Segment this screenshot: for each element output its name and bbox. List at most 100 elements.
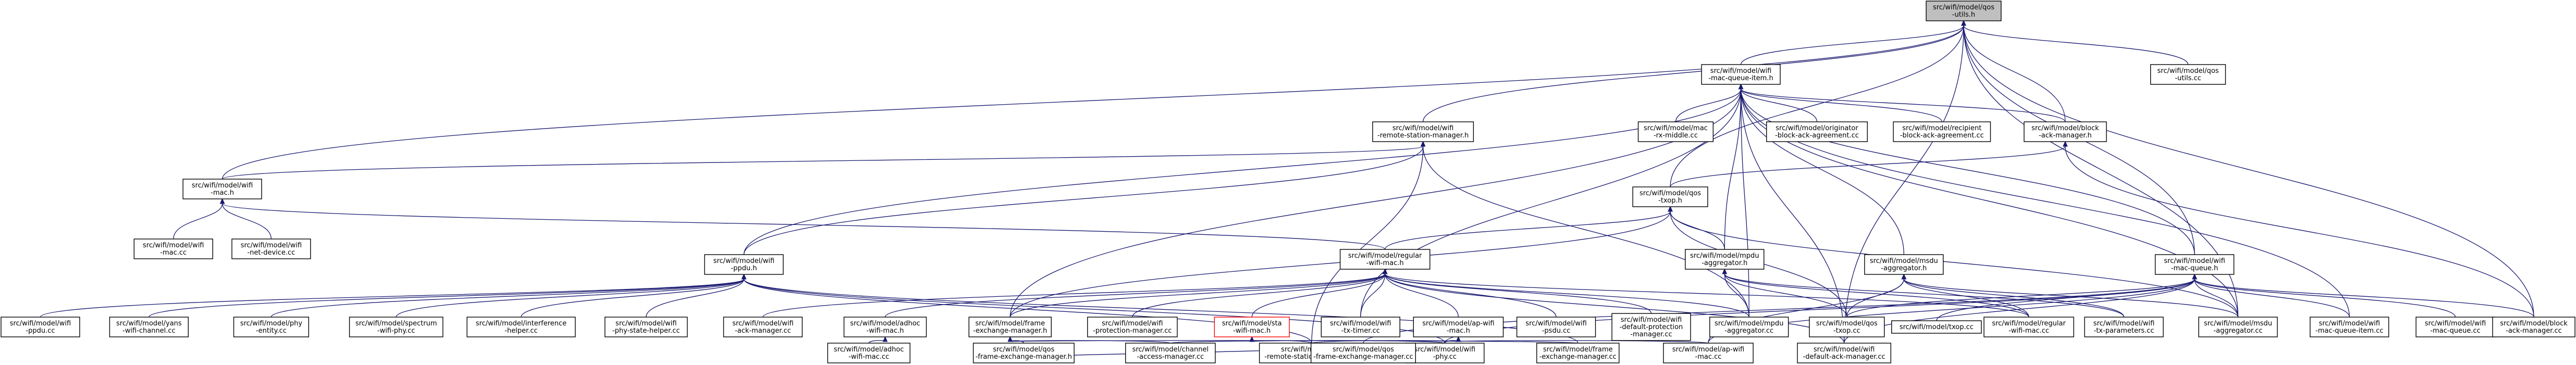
- node-msdu-aggregator-cc[interactable]: src/wifi/model/msdu-aggregator.cc: [2198, 317, 2278, 337]
- node-wifi-phy-cc[interactable]: src/wifi/model/wifi-phy.cc: [1405, 343, 1485, 363]
- node-label-line: src/wifi/model/ap-wifi: [1422, 320, 1494, 328]
- node-ctrl-rts-timer-cc[interactable]: src/wifi/model/wifi-tx-timer.cc: [1321, 317, 1400, 337]
- node-label-line: src/wifi/model/wifi: [2319, 320, 2380, 328]
- edge-arrowhead: [1456, 336, 1461, 342]
- edge-line: [1724, 273, 1749, 318]
- node-label-line: -ack-manager.h: [2039, 132, 2092, 140]
- node-frame-exchange-manager-cc[interactable]: src/wifi/model/frame-exchange-manager.cc: [1536, 343, 1620, 363]
- node-label-line: src/wifi/model/interference: [476, 320, 566, 328]
- node-box: [1983, 317, 2074, 337]
- node-wifi-ppdu-h[interactable]: src/wifi/model/wifi-ppdu.h: [704, 254, 784, 275]
- node-label-line: -access-manager.cc: [1137, 353, 1204, 361]
- edge-remote-station-manager-h-to-wifi-remote-station-manager-cc: [1311, 141, 1426, 344]
- node-originator-bat-cc[interactable]: src/wifi/model/originator-block-ack-agre…: [1766, 121, 1868, 142]
- node-qos-txop-cc[interactable]: src/wifi/model/qos-txop.cc: [1809, 317, 1885, 337]
- node-box: [1, 317, 80, 337]
- node-label-line: src/wifi/model/msdu: [1870, 257, 1938, 265]
- edge-qos-txop-h-to-mpdu-aggregator-h: [1668, 206, 1725, 250]
- node-label-line: src/wifi/model/wifi: [732, 320, 793, 328]
- edge-arrowhead: [1722, 268, 1728, 274]
- node-label-line: src/wifi/model/wifi: [241, 242, 302, 249]
- node-txop-cc[interactable]: src/wifi/model/txop.cc: [1891, 320, 1982, 334]
- node-box: [1663, 343, 1754, 363]
- node-box: [1766, 121, 1868, 142]
- edge-wifi-mac-queue-h-to-block-ack-manager-cc: [2192, 273, 2534, 318]
- node-box: [1536, 343, 1620, 363]
- node-sta-wifi-mac-h[interactable]: src/wifi/model/sta-wifi-mac.h: [1214, 317, 1290, 337]
- node-label-line: -block-ack-agreement.cc: [1775, 132, 1859, 140]
- edge-frame-exchange-manager-h-to-channel-access-manager-cc: [1007, 336, 1171, 344]
- node-wifi-mac-queue-h[interactable]: src/wifi/model/wifi-mac-queue.h: [2154, 254, 2235, 275]
- node-label-line: -utils.cc: [2175, 74, 2201, 82]
- node-wifi-mac-h[interactable]: src/wifi/model/wifi-mac.h: [182, 179, 262, 199]
- node-adhoc-wifi-mac-cc[interactable]: src/wifi/model/adhoc-wifi-mac.cc: [827, 343, 910, 363]
- node-label-line: src/wifi/model/block: [2031, 124, 2099, 132]
- edge-line: [1385, 273, 1459, 318]
- edge-line: [1675, 89, 1742, 122]
- node-yans-wifi-channel-cc[interactable]: src/wifi/model/yans-wifi-channel.cc: [109, 317, 189, 337]
- node-block-ack-manager-h[interactable]: src/wifi/model/block-ack-manager.h: [2024, 121, 2107, 142]
- node-box: [1405, 343, 1485, 363]
- node-wifi-default-protection-manager-cc[interactable]: src/wifi/model/wifi-default-protection-m…: [1611, 313, 1691, 341]
- node-label-line: src/wifi/model/qos: [1333, 346, 1394, 354]
- node-spectrum-wifi-phy-cc[interactable]: src/wifi/model/spectrum-wifi-phy.cc: [349, 317, 443, 337]
- node-qos-frame-exchange-manager-cc[interactable]: src/wifi/model/qos-frame-exchange-manage…: [1310, 343, 1416, 363]
- edge-line: [868, 340, 886, 344]
- node-frame-exchange-manager-h[interactable]: src/wifi/model/frame-exchange-manager.h: [968, 317, 1052, 337]
- node-mpdu-aggregator-cc[interactable]: src/wifi/model/mpdu-aggregator.cc: [1709, 317, 1789, 337]
- edge-line: [1740, 89, 2066, 122]
- node-mpdu-aggregator-h[interactable]: src/wifi/model/mpdu-aggregator.h: [1685, 249, 1765, 270]
- node-box: [1611, 313, 1691, 341]
- node-wifi-tx-parameters-cc[interactable]: src/wifi/model/wifi-tx-parameters.cc: [2084, 317, 2164, 337]
- node-box: [1413, 317, 1504, 337]
- node-wifi-ack-manager-cc[interactable]: src/wifi/model/wifi-ack-manager.cc: [723, 317, 803, 337]
- node-qos-utils-h[interactable]: src/wifi/model/qos-utils.h: [1926, 1, 2002, 21]
- node-ap-wifi-mac-h[interactable]: src/wifi/model/ap-wifi-mac.h: [1413, 317, 1504, 337]
- node-remote-station-manager-h[interactable]: src/wifi/model/wifi-remote-station-manag…: [1372, 121, 1474, 142]
- edge-line: [270, 279, 745, 318]
- node-regular-wifi-mac-cc[interactable]: src/wifi/model/regular-wifi-mac.cc: [1983, 317, 2074, 337]
- node-label-line: -phy.cc: [1433, 353, 1457, 361]
- edge-line: [149, 279, 745, 318]
- node-wifi-mac-queue-cc[interactable]: src/wifi/model/wifi-mac-queue.cc: [2415, 317, 2495, 337]
- node-wifi-protection-manager-cc[interactable]: src/wifi/model/wifi-protection-manager.c…: [1087, 317, 1178, 337]
- node-msdu-aggregator-h[interactable]: src/wifi/model/msdu-aggregator.h: [1864, 254, 1944, 275]
- node-channel-access-manager-cc[interactable]: src/wifi/model/channel-access-manager.cc: [1125, 343, 1216, 363]
- node-box: [1310, 343, 1416, 363]
- node-label-line: -tx-timer.cc: [1341, 327, 1380, 335]
- edge-wifi-ppdu-h-to-yans-wifi-channel-cc: [149, 273, 747, 318]
- node-recipient-bat-cc[interactable]: src/wifi/model/recipient-block-ack-agree…: [1893, 121, 1991, 142]
- node-qos-txop-h[interactable]: src/wifi/model/qos-txop.h: [1632, 186, 1708, 207]
- node-qos-utils-cc[interactable]: src/wifi/model/qos-utils.cc: [2150, 64, 2226, 85]
- node-wifi-ppdu-cc[interactable]: src/wifi/model/wifi-ppdu.cc: [1, 317, 80, 337]
- node-box: [349, 317, 443, 337]
- node-wifi-net-device-cc[interactable]: src/wifi/model/wifi-net-device.cc: [231, 238, 311, 259]
- node-label-line: -protection-manager.cc: [1093, 327, 1172, 335]
- edge-arrowhead: [1420, 141, 1426, 147]
- node-label-line: -mac-queue-item.cc: [2315, 327, 2383, 335]
- node-wifi-mac-cc[interactable]: src/wifi/model/wifi-mac.cc: [133, 238, 213, 259]
- node-label-line: -mac.h: [1447, 327, 1470, 335]
- node-wifi-psdu-cc[interactable]: src/wifi/model/wifi-psdu.cc: [1516, 317, 1596, 337]
- node-wifi-mac-queue-item-cc[interactable]: src/wifi/model/wifi-mac-queue-item.cc: [2310, 317, 2389, 337]
- node-ap-wifi-mac-cc[interactable]: src/wifi/model/ap-wifi-mac.cc: [1663, 343, 1754, 363]
- node-block-ack-manager-cc[interactable]: src/wifi/model/block-ack-manager.cc: [2492, 317, 2575, 337]
- node-regular-wifi-mac-h[interactable]: src/wifi/model/regular-wifi-mac.h: [1339, 249, 1431, 270]
- node-wifi-mac-queue-item-h[interactable]: src/wifi/model/wifi-mac-queue-item.h: [1701, 64, 1781, 85]
- edge-wifi-mac-queue-item-h-to-mpdu-aggregator-h: [1724, 83, 1744, 250]
- node-qos-frame-exchange-manager-h[interactable]: src/wifi/model/qos-frame-exchange-manage…: [972, 343, 1075, 363]
- node-box: [2154, 254, 2235, 275]
- node-mac-rx-middle-cc[interactable]: src/wifi/model/mac-rx-middle.cc: [1637, 121, 1714, 142]
- node-wifi-default-ack-manager-cc[interactable]: src/wifi/model/wifi-default-ack-manager.…: [1797, 343, 1891, 363]
- node-wifi-phy-state-helper-cc[interactable]: src/wifi/model/wifi-phy-state-helper.cc: [605, 317, 688, 337]
- node-label-line: -aggregator.cc: [1724, 327, 1773, 335]
- edge-line: [2194, 279, 2456, 318]
- node-phy-entity-cc[interactable]: src/wifi/model/phy-entity.cc: [233, 317, 310, 337]
- node-interference-helper-cc[interactable]: src/wifi/model/interference-helper.cc: [466, 317, 576, 337]
- edge-line: [1963, 25, 2189, 65]
- node-adhoc-wifi-mac-h[interactable]: src/wifi/model/adhoc-wifi-mac.h: [843, 317, 927, 337]
- edge-line: [396, 279, 745, 318]
- edge-adhoc-wifi-mac-h-to-adhoc-wifi-mac-cc: [868, 336, 888, 344]
- edge-line: [1963, 25, 2534, 318]
- edge-regular-wifi-mac-h-to-adhoc-wifi-mac-h: [884, 268, 1388, 318]
